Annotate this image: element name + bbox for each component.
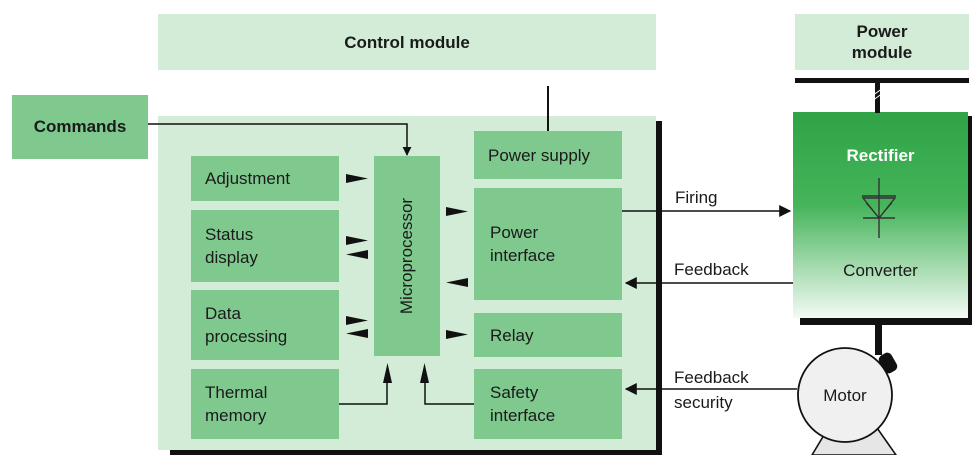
rectifier-unit (793, 112, 968, 318)
commands-block: Commands (12, 95, 148, 159)
commands-arrow (148, 123, 412, 156)
power-interface-label-2: interface (490, 246, 556, 265)
data-processing-label-1: Data (205, 304, 241, 323)
thermal-memory-block: Thermal memory (191, 369, 339, 439)
rectifier-shadow-right (968, 116, 972, 325)
left-arrows (346, 174, 468, 383)
control-module-title: Control module (344, 32, 470, 52)
power-interface-back-arrow (446, 278, 468, 287)
safety-up-arrow (420, 363, 429, 383)
diode-icon (861, 178, 897, 238)
adjustment-label: Adjustment (205, 169, 291, 188)
control-module-header: Control module (158, 14, 656, 70)
motor-icon (797, 347, 897, 455)
relay-label: Relay (490, 325, 534, 345)
motor-label: Motor (823, 386, 867, 405)
relay-block: Relay (474, 313, 622, 357)
safety-interface-label-1: Safety (490, 383, 539, 402)
data-processing-block: Data processing (191, 290, 339, 360)
safety-interface-label-2: interface (490, 406, 556, 425)
status-display-label-2: display (205, 248, 258, 267)
control-panel-shadow-right (656, 121, 662, 454)
rectifier-label: Rectifier (846, 146, 915, 165)
adjustment-block: Adjustment (191, 156, 339, 201)
power-interface-label-1: Power (490, 223, 539, 242)
thermal-memory-label-1: Thermal (205, 383, 268, 402)
data-processing-label-2: processing (205, 327, 288, 346)
power-module-bar (795, 78, 969, 113)
rectifier-shadow-bottom (800, 318, 972, 325)
power-supply-block: Power supply (474, 131, 622, 179)
feedback-security-label-2: security (674, 393, 733, 412)
relay-arrow (446, 330, 468, 339)
feedback-security-label-1: Feedback (674, 368, 749, 387)
power-interface-block: Power interface (474, 188, 622, 300)
firing-label: Firing (675, 188, 718, 207)
microprocessor-power-arrow (446, 207, 468, 216)
thermal-memory-label-2: memory (205, 406, 267, 425)
control-panel-shadow-bottom (170, 450, 662, 455)
motor-shaft (875, 325, 882, 355)
thermal-up-arrow (383, 363, 392, 383)
data-arrow-in (346, 316, 368, 325)
power-module-header: Power module (795, 14, 969, 70)
safety-interface-line (424, 382, 474, 405)
status-display-label-1: Status (205, 225, 254, 244)
data-arrow-out (346, 329, 368, 338)
status-arrow-in (346, 236, 368, 245)
safety-interface-block: Safety interface (474, 369, 622, 439)
commands-label: Commands (33, 117, 127, 136)
status-display-block: Status display (191, 210, 339, 282)
power-module-title-line2: module (851, 43, 913, 62)
power-supply-label: Power supply (488, 145, 591, 165)
microprocessor-block: Microprocessor (374, 156, 440, 356)
power-module-title-line1: Power (856, 22, 908, 41)
thermal-memory-line (339, 382, 388, 405)
feedback-label: Feedback (674, 260, 749, 279)
converter-label: Converter (843, 261, 918, 280)
status-arrow-out (346, 250, 368, 259)
adjustment-arrow (346, 174, 368, 183)
